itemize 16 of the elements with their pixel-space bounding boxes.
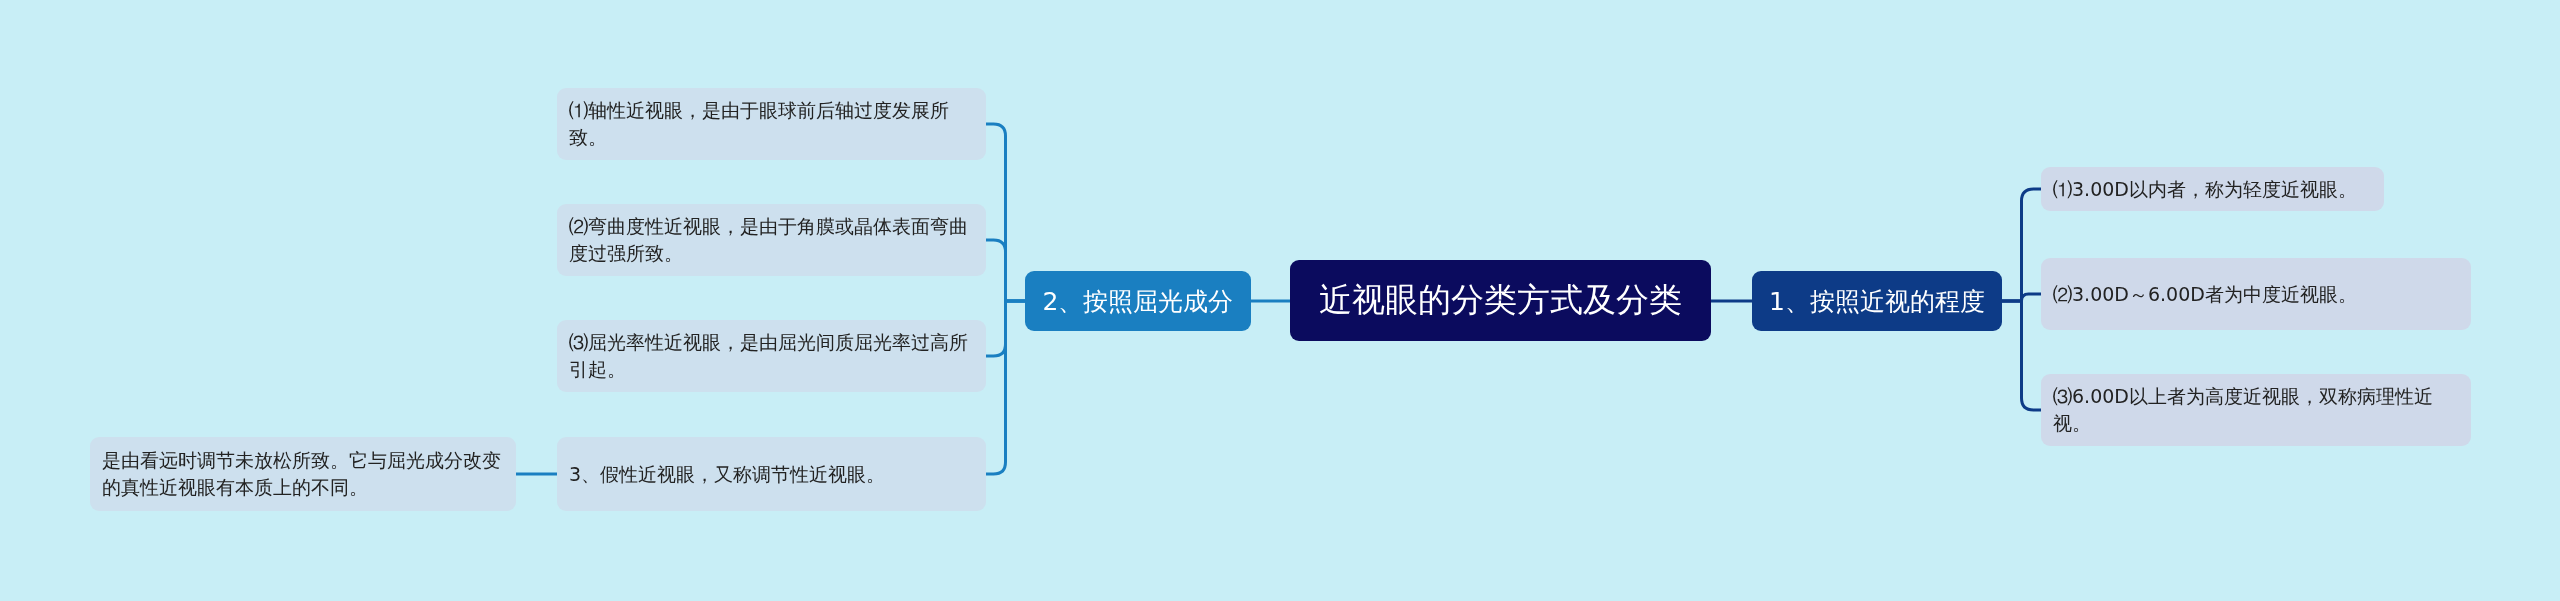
branch-box: 2、按照屈光成分 bbox=[1025, 271, 1251, 331]
topic-box: ⑶6.00D以上者为高度近视眼，双称病理性近视。 bbox=[2041, 374, 2471, 446]
connector-line bbox=[1251, 299, 1290, 303]
title-box: 近视眼的分类方式及分类 bbox=[1290, 260, 1711, 341]
connector-line bbox=[2002, 299, 2041, 412]
topic-box: ⑵3.00D～6.00D者为中度近视眼。 bbox=[2041, 258, 2471, 330]
connector-line bbox=[1711, 299, 1752, 303]
topic-box: 3、假性近视眼，又称调节性近视眼。 bbox=[557, 437, 986, 511]
topic-box: ⑵弯曲度性近视眼，是由于角膜或晶体表面弯曲度过强所致。 bbox=[557, 204, 986, 276]
topic-box: 是由看远时调节未放松所致。它与屈光成分改变的真性近视眼有本质上的不同。 bbox=[90, 437, 516, 511]
topic-box: ⑴轴性近视眼，是由于眼球前后轴过度发展所致。 bbox=[557, 88, 986, 160]
branch-box: 1、按照近视的程度 bbox=[1752, 271, 2002, 331]
connector-line bbox=[516, 472, 557, 476]
topic-box: ⑶屈光率性近视眼，是由屈光间质屈光率过高所引起。 bbox=[557, 320, 986, 392]
connector-line bbox=[986, 299, 1025, 476]
topic-box: ⑴3.00D以内者，称为轻度近视眼。 bbox=[2041, 167, 2384, 211]
